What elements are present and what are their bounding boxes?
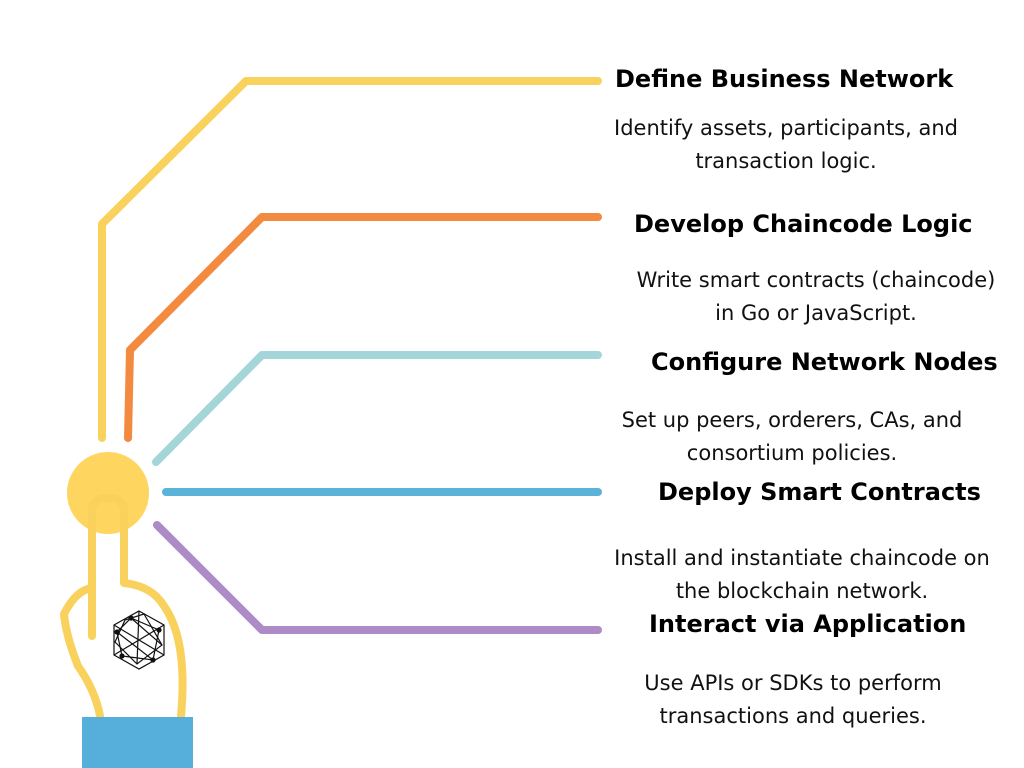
connector-line-develop (124, 213, 602, 442)
palm-circle (67, 452, 149, 534)
step-desc-line: Set up peers, orderers, CAs, and (621, 408, 963, 432)
step-desc-line: Identify assets, participants, and (614, 116, 958, 140)
step-title-deploy-smart-contracts: Deploy Smart Contracts (658, 478, 981, 506)
step-desc-line: in Go or JavaScript. (715, 301, 917, 325)
hyperledger-hexagon-logo-icon (113, 610, 165, 670)
step-desc-line: Use APIs or SDKs to perform (644, 671, 942, 695)
step-desc-line: transaction logic. (695, 149, 877, 173)
step-title-configure-network-nodes: Configure Network Nodes (651, 348, 998, 376)
sleeve-cuff (82, 717, 193, 768)
step-title-develop-chaincode-logic: Develop Chaincode Logic (634, 210, 973, 238)
step-desc-line: Install and instantiate chaincode on (614, 546, 990, 570)
connector-line-configure (152, 351, 602, 466)
step-desc-interact-via-application: Use APIs or SDKs to perform transactions… (587, 667, 999, 733)
step-desc-develop-chaincode-logic: Write smart contracts (chaincode) in Go … (610, 264, 1022, 330)
step-title-define-business-network: Define Business Network (615, 65, 954, 93)
step-desc-line: transactions and queries. (659, 704, 927, 728)
step-desc-deploy-smart-contracts: Install and instantiate chaincode on the… (596, 542, 1008, 608)
step-desc-line: Write smart contracts (chaincode) (636, 268, 996, 292)
step-title-interact-via-application: Interact via Application (649, 610, 967, 638)
step-desc-define-business-network: Identify assets, participants, and trans… (580, 112, 992, 178)
step-desc-configure-network-nodes: Set up peers, orderers, CAs, and consort… (586, 404, 998, 470)
hand-outline (60, 494, 187, 720)
connector-line-define (98, 77, 602, 442)
pointing-hand-icon (60, 452, 193, 768)
connector-line-interact (153, 521, 602, 634)
step-desc-line: the blockchain network. (675, 579, 929, 603)
step-desc-line: consortium policies. (686, 441, 898, 465)
